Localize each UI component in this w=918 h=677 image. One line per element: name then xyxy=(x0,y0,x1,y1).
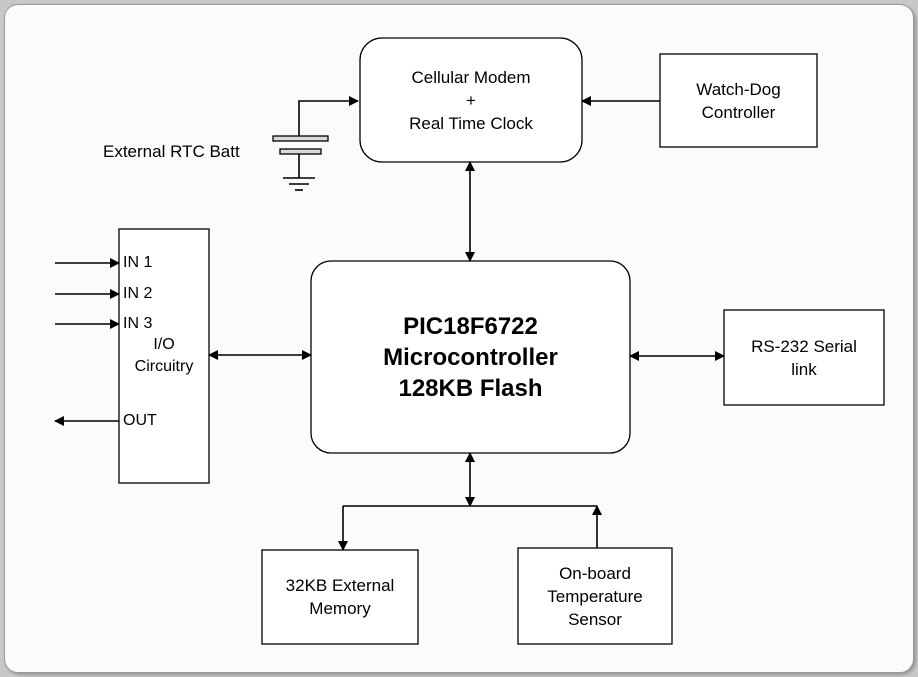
serial-line-1: RS-232 Serial xyxy=(751,336,857,356)
temp-line-2: Temperature xyxy=(547,586,643,606)
battery-to-modem-arrow xyxy=(298,96,359,136)
modem-line-3: Real Time Clock xyxy=(409,113,533,133)
io-label: I/O Circuitry xyxy=(119,330,209,382)
io-block xyxy=(118,228,210,484)
io-line-2: Circuitry xyxy=(134,358,194,375)
temp-block xyxy=(517,547,673,645)
serial-line-2: link xyxy=(791,359,817,379)
memory-label: 32KB External Memory xyxy=(262,550,418,644)
pin-in2: IN 2 xyxy=(123,285,153,302)
pin-in3: IN 3 xyxy=(123,315,153,332)
serial-label: RS-232 Serial link xyxy=(724,310,884,405)
watchdog-line-1: Watch-Dog xyxy=(696,79,781,99)
temp-label: On-board Temperature Sensor xyxy=(518,548,672,644)
mcu-line-3: 128KB Flash xyxy=(398,374,543,402)
memory-line-1: 32KB External xyxy=(285,576,395,595)
battery-label: External RTC Batt xyxy=(103,142,240,161)
ground-icon xyxy=(283,177,315,191)
io-line-1: I/O xyxy=(153,336,175,353)
watchdog-label: Watch-Dog Controller xyxy=(660,54,817,147)
mcu-label: PIC18F6722 Microcontroller 128KB Flash xyxy=(311,261,630,453)
modem-label: Cellular Modem + Real Time Clock xyxy=(360,38,582,162)
serial-block xyxy=(723,309,885,406)
pin-out: OUT xyxy=(123,412,157,429)
modem-line-1: Cellular Modem xyxy=(411,67,531,87)
pin-in1: IN 1 xyxy=(123,254,153,271)
watchdog-line-2: Controller xyxy=(701,102,776,122)
mcu-line-2: Microcontroller xyxy=(383,343,558,371)
modem-line-2: + xyxy=(466,90,476,110)
watchdog-block xyxy=(659,53,818,148)
temp-line-1: On-board xyxy=(559,563,631,583)
mcu-line-1: PIC18F6722 xyxy=(403,312,538,340)
memory-line-2: Memory xyxy=(309,599,371,618)
memory-block xyxy=(261,549,419,645)
temp-line-3: Sensor xyxy=(568,609,622,629)
battery-icon xyxy=(272,135,329,178)
